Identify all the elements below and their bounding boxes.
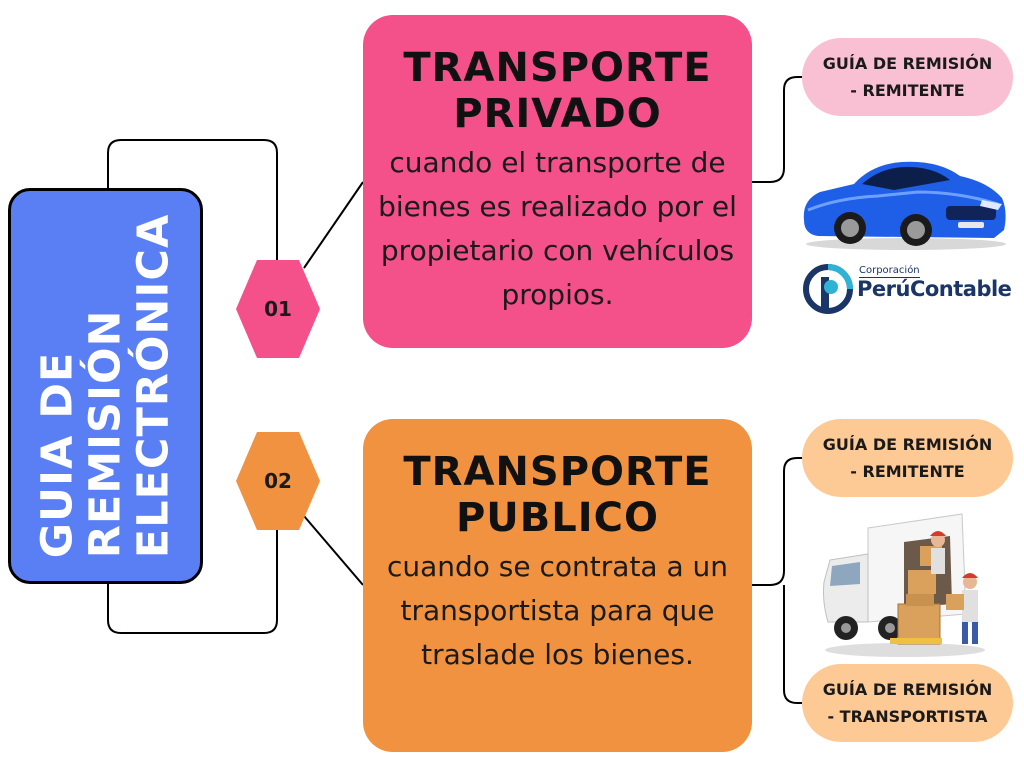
card-description: cuando el transporte de bienes es realiz… xyxy=(378,146,737,311)
card-title-line-2: PUBLICO xyxy=(455,495,659,541)
logo-name: PerúContable xyxy=(857,277,1012,301)
card-title-line-1: TRANSPORTE xyxy=(403,449,712,495)
pill-guia-remitente-publico: GUÍA DE REMISIÓN - REMITENTE xyxy=(802,419,1013,497)
main-title-line-3: ELECTRÓNICA xyxy=(128,213,179,559)
card-title-line-2: PRIVADO xyxy=(453,91,662,137)
main-title-line-2: REMISIÓN xyxy=(80,309,131,559)
step-number-badge-01: 01 xyxy=(236,260,320,358)
main-title-box: GUIA DE REMISIÓN ELECTRÓNICA xyxy=(8,188,203,584)
perucontable-logo: Corporación PerúContable xyxy=(803,261,1012,317)
pill-line-2: - REMITENTE xyxy=(850,462,965,481)
pill-line-1: GUÍA DE REMISIÓN xyxy=(822,680,993,699)
logo-subtitle: Corporación xyxy=(859,265,920,278)
pill-guia-remitente-privado: GUÍA DE REMISIÓN - REMITENTE xyxy=(802,38,1013,116)
delivery-truck-icon xyxy=(823,513,985,657)
pill-line-2: - REMITENTE xyxy=(850,81,965,100)
card-transporte-publico: TRANSPORTE PUBLICO cuando se contrata a … xyxy=(363,419,752,752)
pill-line-1: GUÍA DE REMISIÓN xyxy=(822,435,993,454)
main-title-line-1: GUIA DE xyxy=(32,351,83,559)
pill-line-2: - TRANSPORTISTA xyxy=(827,707,988,726)
card-transporte-privado: TRANSPORTE PRIVADO cuando el transporte … xyxy=(363,15,752,348)
perucontable-logo-icon xyxy=(803,264,853,314)
pill-guia-transportista: GUÍA DE REMISIÓN - TRANSPORTISTA xyxy=(802,664,1013,742)
card-title: TRANSPORTE PRIVADO xyxy=(377,45,738,137)
main-title: GUIA DE REMISIÓN ELECTRÓNICA xyxy=(32,213,179,559)
card-title-line-1: TRANSPORTE xyxy=(403,45,712,91)
card-title: TRANSPORTE PUBLICO xyxy=(377,449,738,541)
blue-car-icon xyxy=(803,161,1006,250)
pill-line-1: GUÍA DE REMISIÓN xyxy=(822,54,993,73)
card-description: cuando se contrata a un transportista pa… xyxy=(386,550,729,671)
